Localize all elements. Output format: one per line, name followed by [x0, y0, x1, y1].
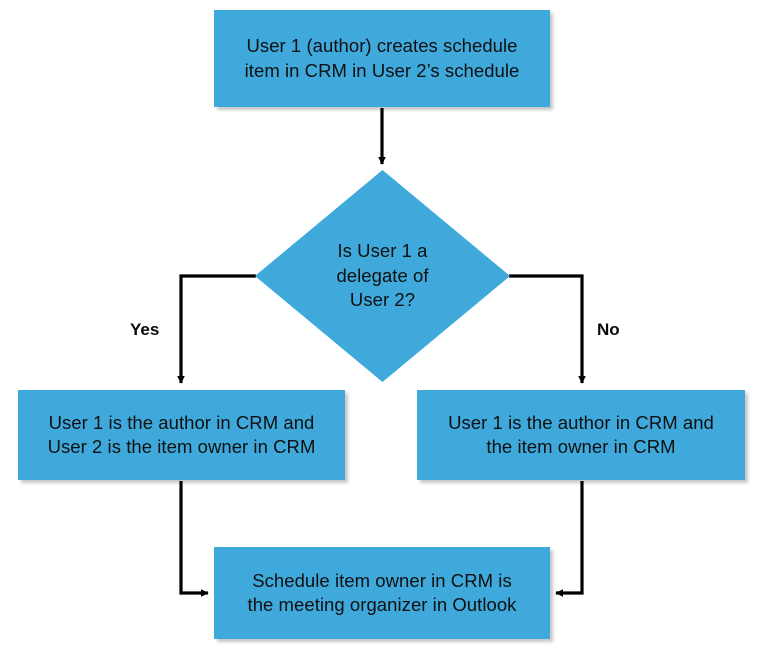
connector-no-to-end [555, 481, 584, 597]
node-yes-outcome-label: User 1 is the author in CRM and User 2 i… [47, 411, 316, 457]
connector-yes-to-end [179, 481, 209, 597]
edge-label-no: No [597, 320, 620, 339]
node-decision[interactable]: Is User 1 a delegate of User 2? [255, 170, 510, 382]
node-start[interactable]: User 1 (author) creates schedule item in… [214, 10, 550, 107]
node-yes-outcome[interactable]: User 1 is the author in CRM and User 2 i… [18, 390, 345, 480]
connector-decision-yes [177, 274, 256, 384]
node-no-outcome-label: User 1 is the author in CRM and the item… [448, 411, 714, 457]
node-no-outcome[interactable]: User 1 is the author in CRM and the item… [417, 390, 745, 480]
node-end-label: Schedule item owner in CRM is the meetin… [247, 569, 517, 615]
connector-decision-no [509, 274, 586, 384]
node-end[interactable]: Schedule item owner in CRM is the meetin… [214, 547, 550, 639]
node-decision-label: Is User 1 a delegate of User 2? [336, 240, 429, 311]
node-start-label: User 1 (author) creates schedule item in… [244, 35, 520, 81]
edge-label-yes: Yes [130, 320, 160, 339]
